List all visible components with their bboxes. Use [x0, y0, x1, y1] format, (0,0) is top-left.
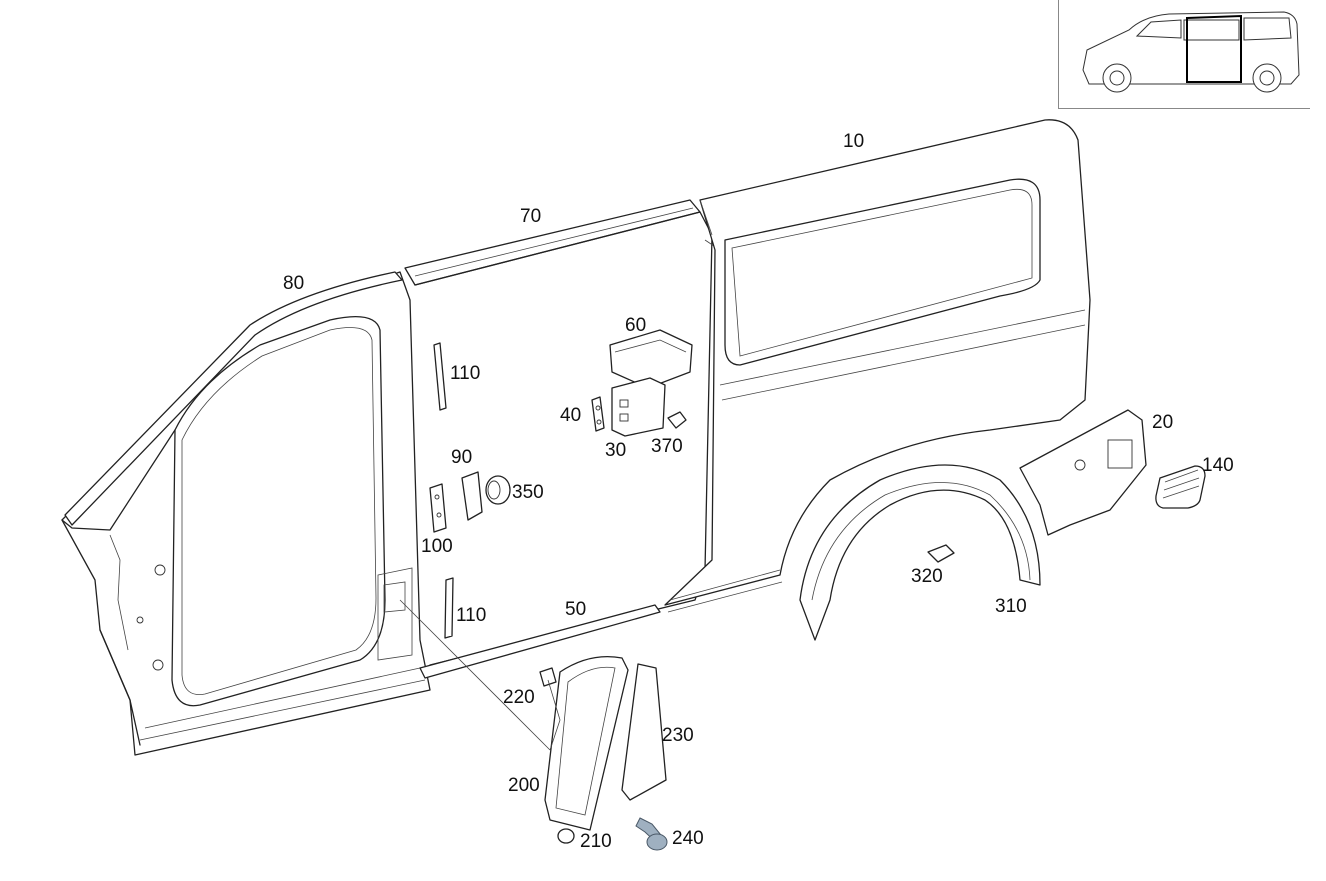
plate-40	[591, 396, 605, 432]
callout-10: 10	[843, 131, 865, 152]
callout-50: 50	[565, 599, 587, 620]
strip-110-lower	[444, 577, 454, 639]
pillar-cover-200	[544, 655, 629, 831]
callout-80: 80	[283, 273, 305, 294]
callout-110-upper: 110	[450, 363, 481, 384]
callout-30: 30	[605, 440, 627, 461]
roof-rail-front	[64, 271, 403, 526]
vehicle-locator-inset	[1058, 0, 1310, 109]
wheel-arch-liner	[799, 464, 1041, 641]
callout-200: 200	[508, 775, 540, 796]
callout-110-lower: 110	[456, 605, 487, 626]
callout-90: 90	[451, 447, 473, 468]
callout-20: 20	[1152, 412, 1174, 433]
callout-210: 210	[580, 831, 612, 852]
rear-side-panel	[664, 119, 1091, 613]
rear-inner-panel	[1019, 409, 1147, 536]
callout-230: 230	[662, 725, 694, 746]
callout-60: 60	[625, 315, 647, 336]
callout-350: 350	[512, 482, 544, 503]
bracket-230	[621, 663, 667, 801]
callout-100: 100	[421, 536, 453, 557]
front-side-frame	[61, 271, 431, 756]
vent-grille	[1155, 465, 1206, 509]
plug-210	[557, 828, 575, 844]
strip-110-upper	[433, 342, 447, 411]
van-side-view-icon	[1082, 11, 1300, 93]
bracket-90	[461, 471, 483, 521]
clip-320	[927, 544, 955, 563]
buffer-220	[539, 667, 561, 751]
callout-240: 240	[672, 828, 704, 849]
callout-220: 220	[503, 687, 535, 708]
sill-rail	[419, 604, 661, 679]
callout-370: 370	[651, 436, 683, 457]
callout-70: 70	[520, 206, 542, 227]
callout-40: 40	[560, 405, 582, 426]
callout-320: 320	[911, 566, 943, 587]
striker-100	[429, 483, 447, 533]
buffer-350	[485, 475, 511, 505]
bracket-60	[609, 329, 693, 389]
callout-310: 310	[995, 596, 1027, 617]
callout-140: 140	[1202, 455, 1234, 476]
bolt-370	[667, 411, 687, 429]
screw-240	[635, 817, 668, 851]
hinge-30	[611, 377, 666, 437]
